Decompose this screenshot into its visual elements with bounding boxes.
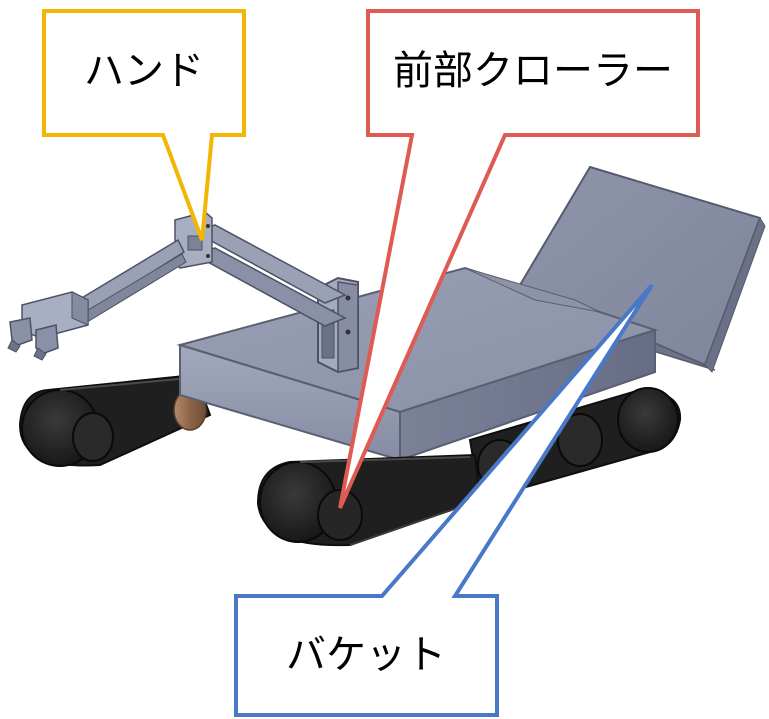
bucket-label: バケット (286, 632, 446, 678)
front-crawler (256, 453, 482, 547)
bucket-callout: バケット (234, 283, 654, 717)
front-crawler-label: 前部クローラー (393, 48, 673, 94)
front-crawler-callout: 前部クローラー (338, 9, 700, 509)
hand-callout-shape (42, 9, 246, 241)
hand-label: ハンド (84, 48, 204, 94)
arm-mount (317, 276, 359, 374)
hand-callout: ハンド (42, 9, 246, 241)
front-crawler-callout-shape (338, 9, 700, 509)
rear-left-crawler (18, 373, 212, 467)
bucket-callout-shape (234, 283, 654, 717)
